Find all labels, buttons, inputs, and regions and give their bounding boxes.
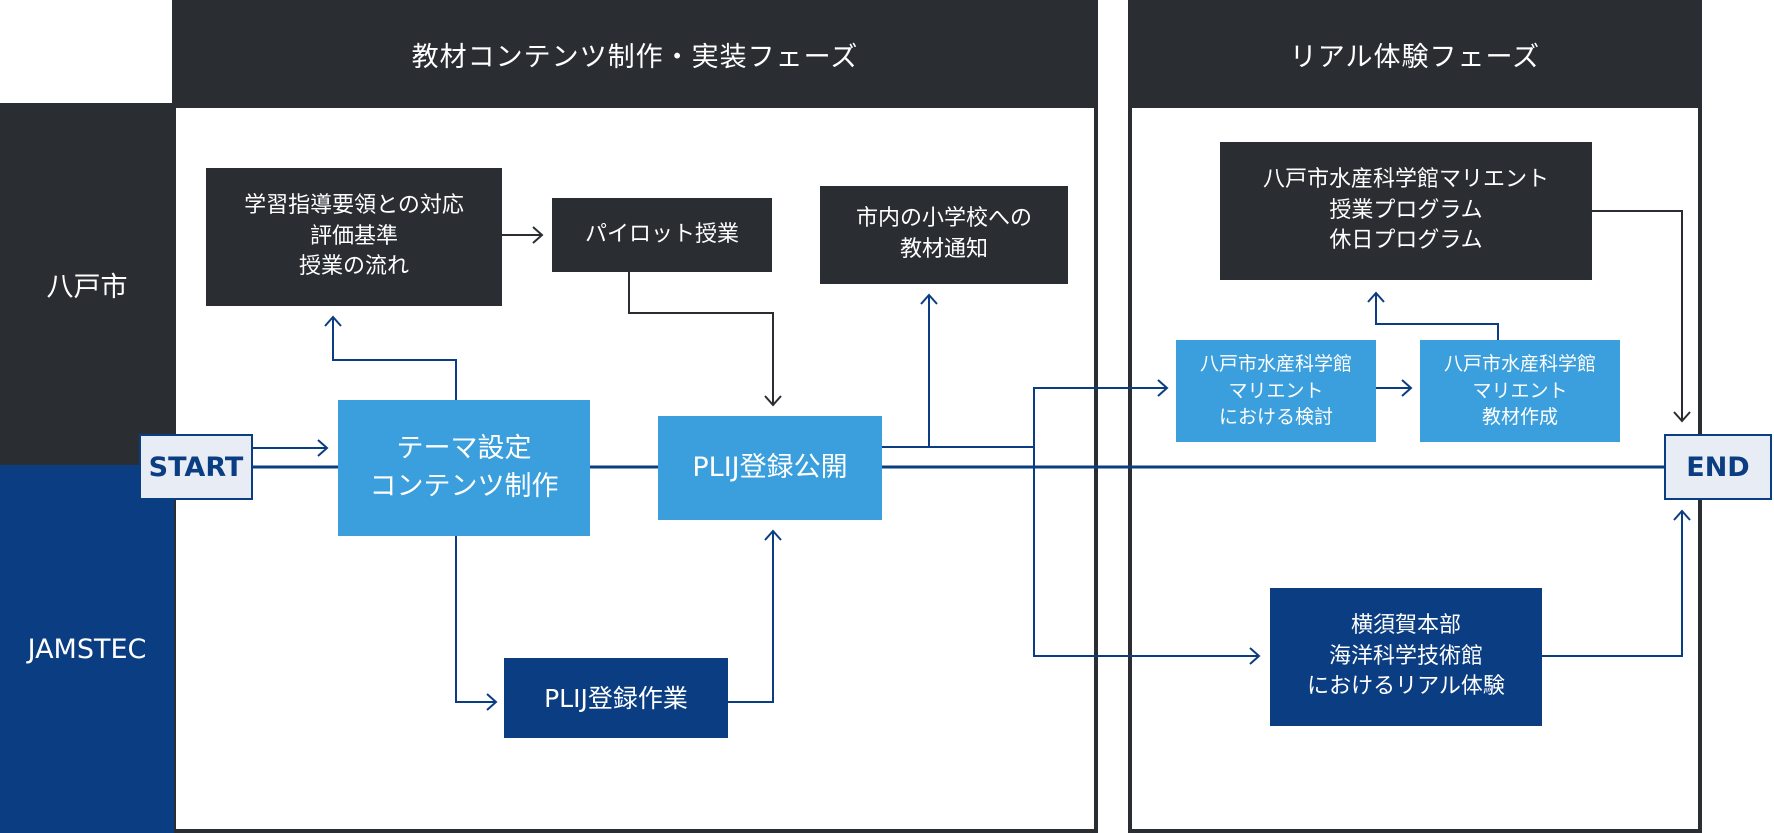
node-marient-study: 八戸市水産科学館 マリエント における検討 — [1176, 340, 1376, 442]
node-pilot: パイロット授業 — [552, 198, 772, 272]
lane-label-hachinohe: 八戸市 — [0, 103, 174, 465]
connector-program-end — [1592, 210, 1683, 420]
node-notify: 市内の小学校への 教材通知 — [820, 186, 1068, 284]
node-yokosuka: 横須賀本部 海洋科学技術館 におけるリアル体験 — [1270, 588, 1542, 726]
connector-register-publish — [727, 532, 774, 703]
connector-publish-notify — [882, 296, 930, 448]
node-register: PLIJ登録作業 — [504, 658, 728, 738]
connector-theme-curriculum — [332, 318, 457, 400]
node-marient-program: 八戸市水産科学館マリエント 授業プログラム 休日プログラム — [1220, 142, 1592, 280]
node-theme: テーマ設定 コンテンツ制作 — [338, 400, 590, 536]
connector-material-program — [1375, 294, 1499, 340]
node-marient-material: 八戸市水産科学館 マリエント 教材作成 — [1420, 340, 1620, 442]
end-terminal: END — [1664, 434, 1772, 500]
connector-pilot-publish — [628, 272, 774, 404]
connector-publish-marient — [929, 387, 1166, 448]
node-publish: PLIJ登録公開 — [658, 416, 882, 520]
connector-publish-yokosuka — [1033, 447, 1258, 657]
node-curriculum: 学習指導要領との対応 評価基準 授業の流れ — [206, 168, 502, 306]
connector-yokosuka-end — [1542, 512, 1683, 657]
lane-label-jamstec: JAMSTEC — [0, 465, 174, 833]
phase-header-content: 教材コンテンツ制作・実装フェーズ — [172, 0, 1098, 108]
phase-header-real: リアル体験フェーズ — [1128, 0, 1702, 108]
connector-theme-register — [455, 536, 495, 703]
start-terminal: START — [139, 434, 253, 500]
